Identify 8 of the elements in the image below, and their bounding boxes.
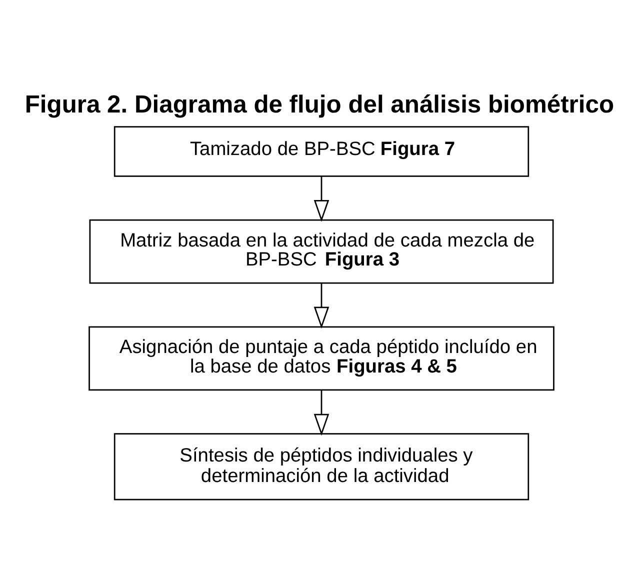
arrow <box>314 284 330 329</box>
diagram-title: Figura 2. Diagrama de flujo del análisis biométrico <box>24 91 614 118</box>
node-box: Tamizado de BP-BSC Figura 7 <box>114 126 530 177</box>
node-box: Síntesis de péptidos individuales y determinación de la actividad <box>114 433 530 500</box>
arrow <box>314 390 330 436</box>
node-box: Matriz basada en la actividad de cada mezcla de BP-BSC Figura 3 <box>89 219 554 284</box>
node-box: Asignación de puntaje a cada péptido incluído en la base de datos Figuras 4 & 5 <box>88 326 554 391</box>
arrow <box>314 176 330 222</box>
